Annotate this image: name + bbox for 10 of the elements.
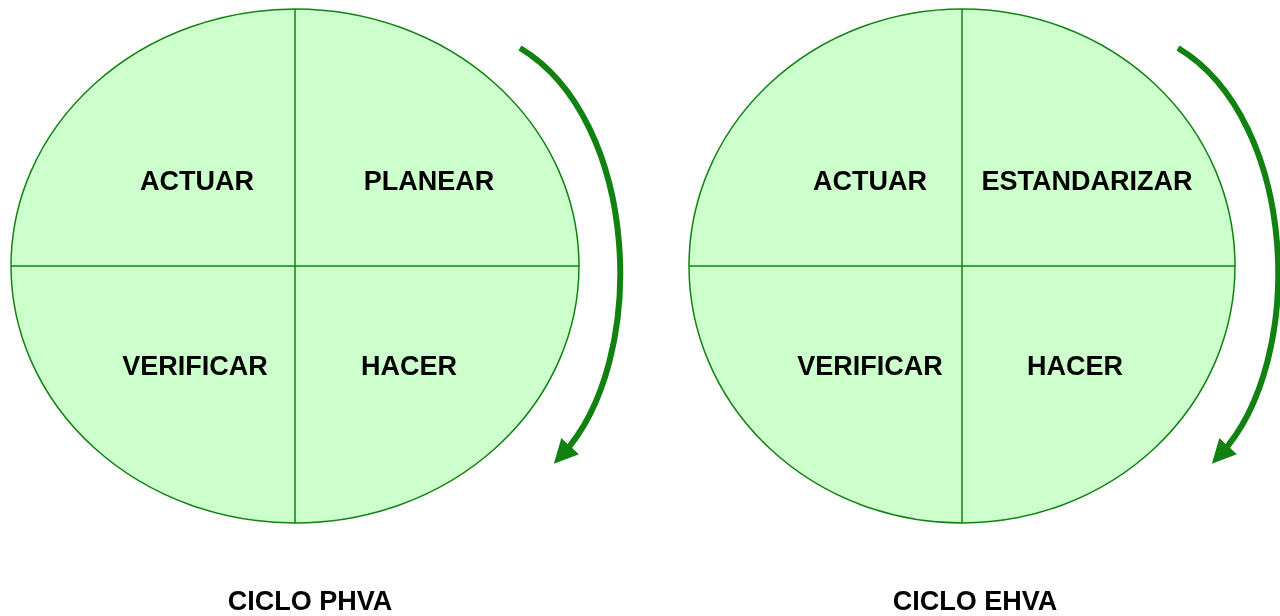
quadrant-label: ACTUAR [813,167,927,195]
quadrant-label: PLANEAR [363,167,495,195]
quadrant-label: VERIFICAR [797,352,943,380]
quadrant-label: ACTUAR [140,167,254,195]
quadrant-label: VERIFICAR [122,352,268,380]
cycle-caption: CICLO PHVA [227,587,393,615]
quadrant-label: HACER [361,352,457,380]
cycle-caption: CICLO EHVA [892,587,1058,615]
quadrant-label: ESTANDARIZAR [981,167,1193,195]
quadrant-label: HACER [1027,352,1123,380]
